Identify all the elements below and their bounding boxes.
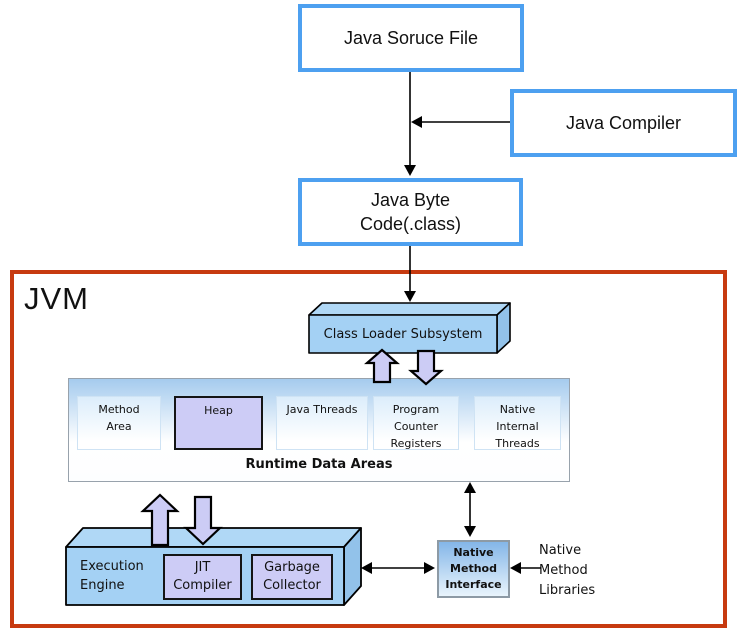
- java-threads-box: Java Threads: [276, 396, 368, 450]
- native-internal-threads-box: Native Internal Threads: [474, 396, 561, 450]
- garbage-collector-box: Garbage Collector: [251, 554, 333, 600]
- java-byte-code-label: Java Byte Code(.class): [359, 190, 462, 234]
- program-counter-registers-box: Program Counter Registers: [373, 396, 459, 450]
- arrow-source-to-bytecode: [404, 72, 416, 176]
- execution-engine-label: Execution Engine: [80, 559, 144, 593]
- method-area-box: Method Area: [77, 396, 161, 450]
- class-loader-subsystem-box: Class Loader Subsystem: [309, 315, 497, 353]
- java-source-file-box: Java Soruce File: [298, 4, 524, 72]
- jit-compiler-box: JIT Compiler: [163, 554, 242, 600]
- java-compiler-box: Java Compiler: [510, 89, 737, 157]
- runtime-data-areas-container: Method Area Heap Java Threads Program Co…: [68, 378, 570, 482]
- native-method-interface-box: Native Method Interface: [437, 540, 510, 598]
- heap-box: Heap: [174, 396, 263, 450]
- java-byte-code-box: Java Byte Code(.class): [298, 178, 523, 246]
- arrow-compiler-to-line: [411, 116, 510, 128]
- runtime-data-areas-title: Runtime Data Areas: [245, 457, 393, 472]
- java-compiler-label: Java Compiler: [565, 112, 682, 133]
- native-method-interface-label: Native Method Interface: [445, 546, 502, 591]
- jvm-title: JVM: [24, 281, 89, 316]
- jvm-boundary-box: [10, 270, 727, 628]
- class-loader-subsystem-label: Class Loader Subsystem: [323, 326, 483, 342]
- native-method-libraries-label: Native Method Libraries: [539, 543, 596, 598]
- java-source-file-label: Java Soruce File: [343, 27, 479, 48]
